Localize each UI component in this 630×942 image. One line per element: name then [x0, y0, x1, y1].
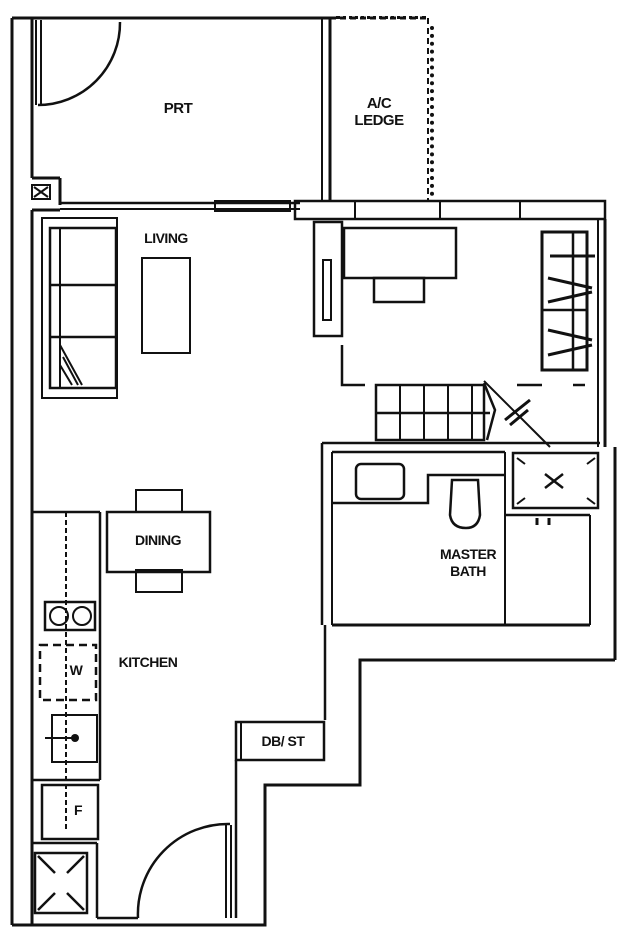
staircase-icon: [374, 380, 551, 448]
fridge-label: F: [73, 802, 83, 818]
ac-ledge-line1: A/C: [366, 95, 392, 112]
coffee-table-icon: [141, 257, 191, 354]
room-label-living: LIVING: [144, 230, 188, 246]
door-swing-icon: [35, 20, 122, 107]
kitchen-counter: [32, 510, 138, 920]
window-band: [60, 199, 607, 221]
door-swing-icon: [136, 822, 232, 919]
toilet-icon: [448, 478, 482, 530]
washer-icon: [38, 643, 98, 702]
shaft-icon: [33, 851, 89, 915]
room-label-kitchen: KITCHEN: [118, 654, 178, 670]
dining-table-icon: [105, 489, 212, 593]
master-bath-line1: MASTER: [439, 546, 497, 562]
room-label-prt: PRT: [163, 100, 193, 117]
master-bath: [320, 441, 600, 627]
room-label-ac-ledge: A/C LEDGE: [348, 95, 410, 129]
room-label-master-bath: MASTER BATH: [428, 546, 508, 580]
outer-wall-bottom: [12, 658, 615, 927]
ac-ledge-line2: LEDGE: [354, 112, 404, 129]
prt-room: [30, 16, 332, 205]
hob-icon: [43, 600, 97, 632]
shower-icon: [511, 451, 600, 510]
room-label-dining: DINING: [135, 532, 182, 548]
basin-icon: [354, 462, 406, 501]
master-bath-line2: BATH: [450, 563, 486, 579]
room-label-db-st: DB/ ST: [261, 733, 305, 749]
sofa-icon: [41, 217, 118, 399]
fridge-icon: [40, 783, 100, 841]
study-furniture: [312, 220, 458, 338]
washer-label: W: [69, 662, 83, 678]
railing-bumps: [336, 16, 436, 201]
shaft-icon: [31, 184, 51, 200]
db-st-cabinet: [234, 720, 326, 762]
wardrobe-icon: [540, 230, 595, 372]
